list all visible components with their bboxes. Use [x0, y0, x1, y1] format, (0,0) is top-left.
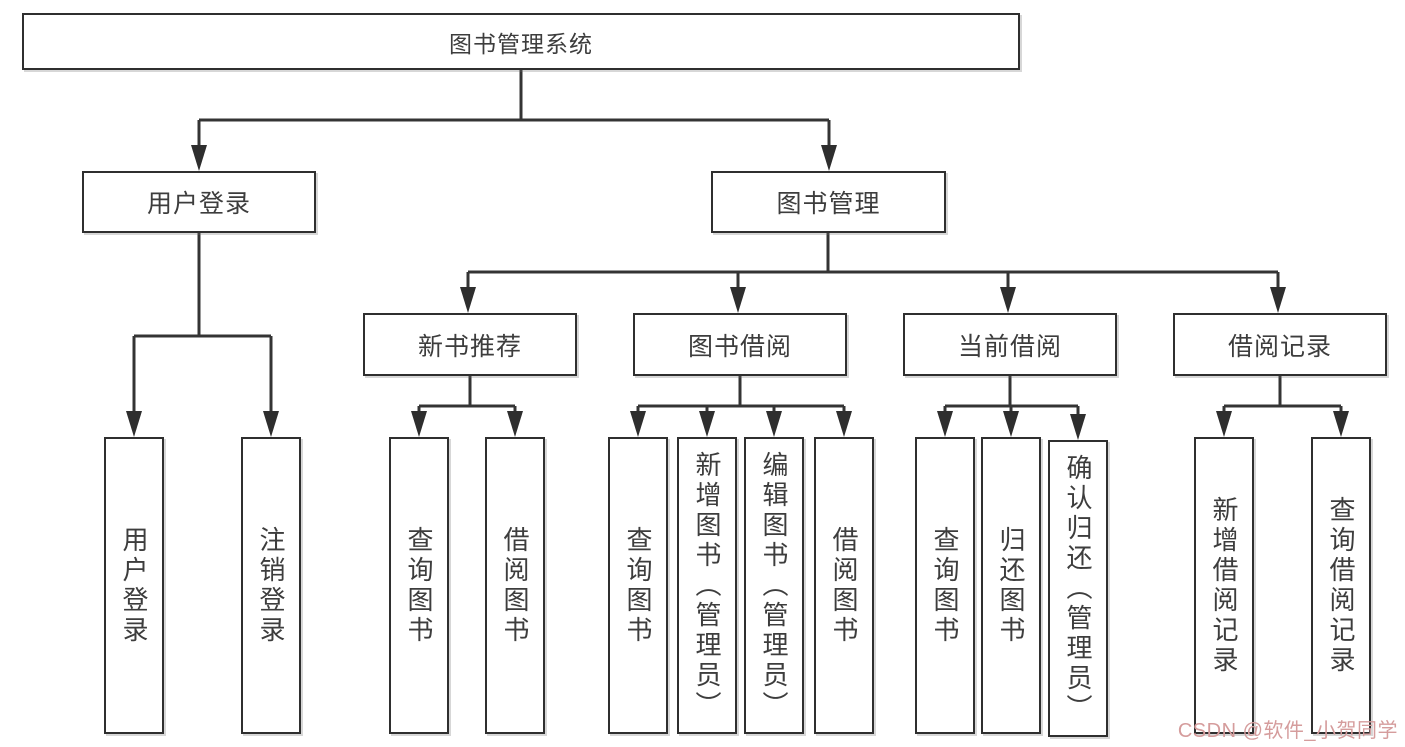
connector-new-book-recommend: [417, 376, 517, 414]
arrowhead: [263, 411, 279, 437]
leaf-query-books-borrowing: 查询图书: [608, 437, 668, 734]
connector-user-login: [132, 233, 273, 414]
connector-book-borrowing: [636, 376, 846, 414]
arrowhead: [1070, 414, 1086, 440]
arrowhead: [730, 287, 746, 313]
node-label: 借阅图书: [500, 525, 530, 646]
node-label: 编辑图书（管理员）: [759, 450, 789, 721]
node-label: 新增图书（管理员）: [692, 450, 722, 721]
node-label: 查询图书: [623, 525, 653, 646]
arrowhead: [1333, 411, 1349, 437]
arrowhead: [836, 411, 852, 437]
node-root-library-system: 图书管理系统: [22, 13, 1020, 70]
node-label: 图书借阅: [687, 332, 792, 361]
connector-borrowing-records: [1222, 376, 1343, 414]
node-label: 查询图书: [404, 525, 434, 646]
leaf-borrow-books-borrowing: 借阅图书: [814, 437, 874, 734]
connector-current-borrowing: [943, 376, 1080, 417]
arrowhead: [630, 411, 646, 437]
arrowhead: [1216, 411, 1232, 437]
leaf-user-login: 用户登录: [104, 437, 164, 734]
node-user-login: 用户登录: [82, 171, 316, 233]
arrowhead: [126, 411, 142, 437]
watermark-csdn: CSDN @软件_小贺同学: [1177, 720, 1398, 742]
leaf-return-books: 归还图书: [981, 437, 1041, 734]
node-current-borrowing: 当前借阅: [903, 313, 1117, 376]
leaf-add-borrow-record: 新增借阅记录: [1194, 437, 1254, 734]
arrowhead: [1000, 287, 1016, 313]
node-label: 用户登录: [119, 525, 149, 646]
node-label: 确认归还（管理员）: [1063, 453, 1093, 724]
node-new-book-recommend: 新书推荐: [363, 313, 577, 376]
leaf-edit-books-admin: 编辑图书（管理员）: [744, 437, 804, 734]
node-label: 借阅图书: [829, 525, 859, 646]
node-label: 用户登录: [146, 190, 251, 218]
node-label: 借阅记录: [1227, 332, 1332, 361]
arrowhead: [699, 411, 715, 437]
node-label: 新增借阅记录: [1209, 495, 1239, 676]
node-label: 归还图书: [996, 525, 1026, 646]
node-label: 当前借阅: [957, 332, 1062, 361]
arrowhead: [937, 411, 953, 437]
node-book-management: 图书管理: [711, 171, 946, 233]
node-label: 图书管理: [776, 190, 881, 218]
node-label: 新书推荐: [417, 332, 522, 361]
connector-book-management: [466, 233, 1280, 290]
arrowhead: [821, 145, 837, 171]
arrowhead: [1003, 411, 1019, 437]
node-label: 注销登录: [256, 525, 286, 646]
node-label: 图书管理系统: [449, 30, 593, 57]
leaf-query-books-current: 查询图书: [915, 437, 975, 734]
node-borrowing-records: 借阅记录: [1173, 313, 1387, 376]
arrowhead: [460, 287, 476, 313]
leaf-confirm-return-admin: 确认归还（管理员）: [1048, 440, 1108, 737]
arrowhead: [766, 411, 782, 437]
arrowhead: [1270, 287, 1286, 313]
leaf-query-books-recommend: 查询图书: [389, 437, 449, 734]
connector-root: [197, 70, 831, 149]
node-label: 查询借阅记录: [1326, 495, 1356, 676]
leaf-logout-login: 注销登录: [241, 437, 301, 734]
leaf-borrow-books-recommend: 借阅图书: [485, 437, 545, 734]
arrowhead: [191, 145, 207, 171]
arrowhead: [507, 411, 523, 437]
node-label: 查询图书: [930, 525, 960, 646]
leaf-add-books-admin: 新增图书（管理员）: [677, 437, 737, 734]
leaf-query-borrow-record: 查询借阅记录: [1311, 437, 1371, 734]
node-book-borrowing: 图书借阅: [633, 313, 847, 376]
arrowhead: [411, 411, 427, 437]
